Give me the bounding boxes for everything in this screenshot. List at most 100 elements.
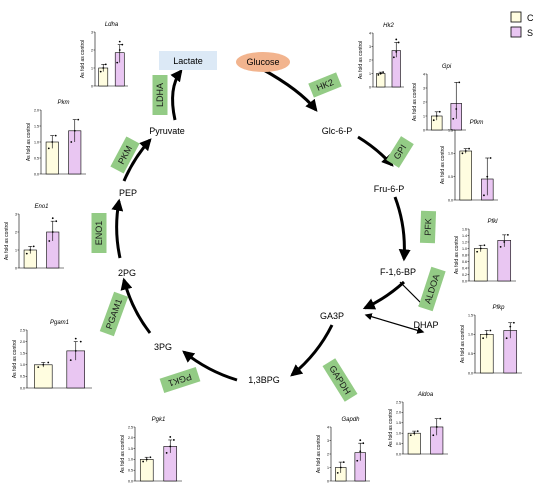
pg2-label: 2PG (118, 268, 136, 278)
pfkl-ytick-label: 1.4 (462, 234, 467, 238)
pfkp-point-c (485, 333, 488, 336)
pathway-arrows (111, 67, 411, 382)
eno1-point-c (25, 252, 28, 255)
glucose-oval (236, 52, 290, 72)
glc6p-label: Glc-6-P (322, 126, 353, 136)
gapdh-ytick-label: 1 (327, 466, 329, 470)
pfkl-ytick-label: 0.8 (462, 253, 467, 257)
aldoa-point-c (416, 430, 419, 433)
pgam1-ytick-label: 0.5 (20, 375, 25, 379)
hk2-ytick-label: 3 (369, 45, 371, 49)
aldoa-point-c (413, 432, 416, 435)
hk2-ytick-label: 1 (369, 72, 371, 76)
hk2-chart-title: Hk2 (383, 23, 394, 29)
pgam1-ytick-label: 1.0 (20, 363, 25, 367)
pfkm-chart-title: Pfkm (470, 120, 484, 126)
eno1-ytick-label: 1 (15, 248, 17, 252)
hk2-point-s (392, 56, 395, 59)
pfkl-ytick-label: 0.4 (462, 266, 467, 270)
pfkp-point-c (482, 337, 485, 340)
pkm-ytick-label: 1.5 (34, 124, 39, 128)
pgk1-point-s (172, 439, 175, 441)
ldha-ytick-label: 1 (91, 66, 93, 70)
gapdh-point-c (336, 472, 339, 474)
eno1-ytick-label: 0 (15, 266, 17, 270)
pfkp-chart-title: Pfkp (492, 305, 505, 311)
enzyme-gpi: GPI (386, 136, 414, 168)
gpi-point-c (435, 115, 438, 117)
aldoa-point-s (439, 417, 442, 420)
aldoa-ytick-label: 2.0 (396, 411, 401, 415)
gapdh-point-c (339, 466, 342, 469)
bpg13-label: 1,3BPG (248, 375, 280, 385)
pkm-point-c (51, 141, 54, 143)
pfkl-point-c (476, 250, 479, 253)
ldha-point-s (121, 43, 124, 46)
gapdh-point-s (359, 450, 362, 453)
aldoa-ytick-label: 0.5 (396, 442, 401, 446)
eno1-significance-mark (51, 217, 54, 220)
gpi-chart-title: Gpi (442, 64, 452, 70)
pgam1-ytick-label: 2.5 (20, 328, 25, 332)
pgam1-point-s (79, 340, 82, 343)
glucose-label: Glucose (246, 57, 279, 67)
enzyme-pgam1: PGAM1 (99, 291, 129, 337)
pfkp-ytick-label: 0.5 (468, 352, 473, 356)
gapdh-point-c (342, 461, 345, 463)
pgk1-bar-c (139, 459, 154, 482)
legend-s-label: S (527, 28, 533, 38)
aldoa-bar-c (407, 432, 421, 455)
pfkp-ytick-label: 1.5 (468, 313, 473, 317)
enzyme-pfk-label: PFK (423, 218, 434, 236)
aldoa-point-c (409, 434, 412, 437)
pkm-point-s (70, 141, 73, 143)
fru6p-label: Fru-6-P (374, 184, 405, 194)
aldoa-chart-title: Aldoa (417, 392, 434, 398)
pgam1-point-c (37, 366, 40, 369)
pfkl-ytick-label: 0.0 (462, 279, 467, 283)
gapdh-ytick-label: 2 (327, 452, 329, 456)
pfkp-point-c (489, 329, 492, 332)
aldoa-y-axis-label: As fold as control (388, 409, 394, 447)
pfkl-point-c (479, 247, 482, 250)
eno1-point-s (48, 240, 51, 242)
pgk1-ytick-label: 1.5 (128, 447, 133, 451)
aldoa-ytick-label: 2.5 (396, 400, 401, 404)
ldha-ytick-label: 2 (91, 48, 93, 52)
arrow-glc6p-to-fru6p (357, 135, 394, 167)
pfkm-point-c (461, 152, 464, 155)
pgam1-y-axis-label: As fold as control (12, 340, 18, 378)
aldoa-point-s (432, 434, 435, 437)
pgk1-ytick-label: 0.0 (128, 479, 133, 483)
gpi-ytick-label: 3 (423, 86, 425, 90)
pfkp-point-s (505, 337, 508, 340)
pfkm-point-s (489, 157, 492, 159)
gapdh-ytick-label: 3 (327, 439, 329, 443)
pfkl-point-s (503, 241, 506, 243)
pfkm-point-s (486, 175, 489, 178)
pgam1-point-c (42, 363, 45, 366)
aldoa-point-s (435, 426, 438, 428)
pfkp-point-s (512, 321, 515, 324)
pg3-label: 3PG (154, 342, 172, 352)
pgam1-ytick-label: 1.5 (20, 352, 25, 356)
pfkl-ytick-label: 0.6 (462, 260, 467, 264)
pfkm-point-c (464, 150, 467, 152)
pgk1-point-c (145, 458, 148, 461)
pfkl-point-c (483, 244, 486, 247)
gpi-ytick-label: 0 (423, 128, 425, 132)
hk2-point-c (379, 72, 382, 75)
hk2-ytick-label: 2 (369, 58, 371, 62)
ldha-ytick-label: 3 (91, 30, 93, 34)
pgk1-ytick-label: 2.0 (128, 436, 133, 440)
pgam1-ytick-label: 2.0 (20, 340, 25, 344)
pfkl-ytick-label: 1.6 (462, 227, 467, 231)
gpi-point-s (452, 117, 455, 120)
pfkl-ytick-label: 0.2 (462, 273, 467, 277)
aldoa-ytick-label: 1.0 (396, 432, 401, 436)
